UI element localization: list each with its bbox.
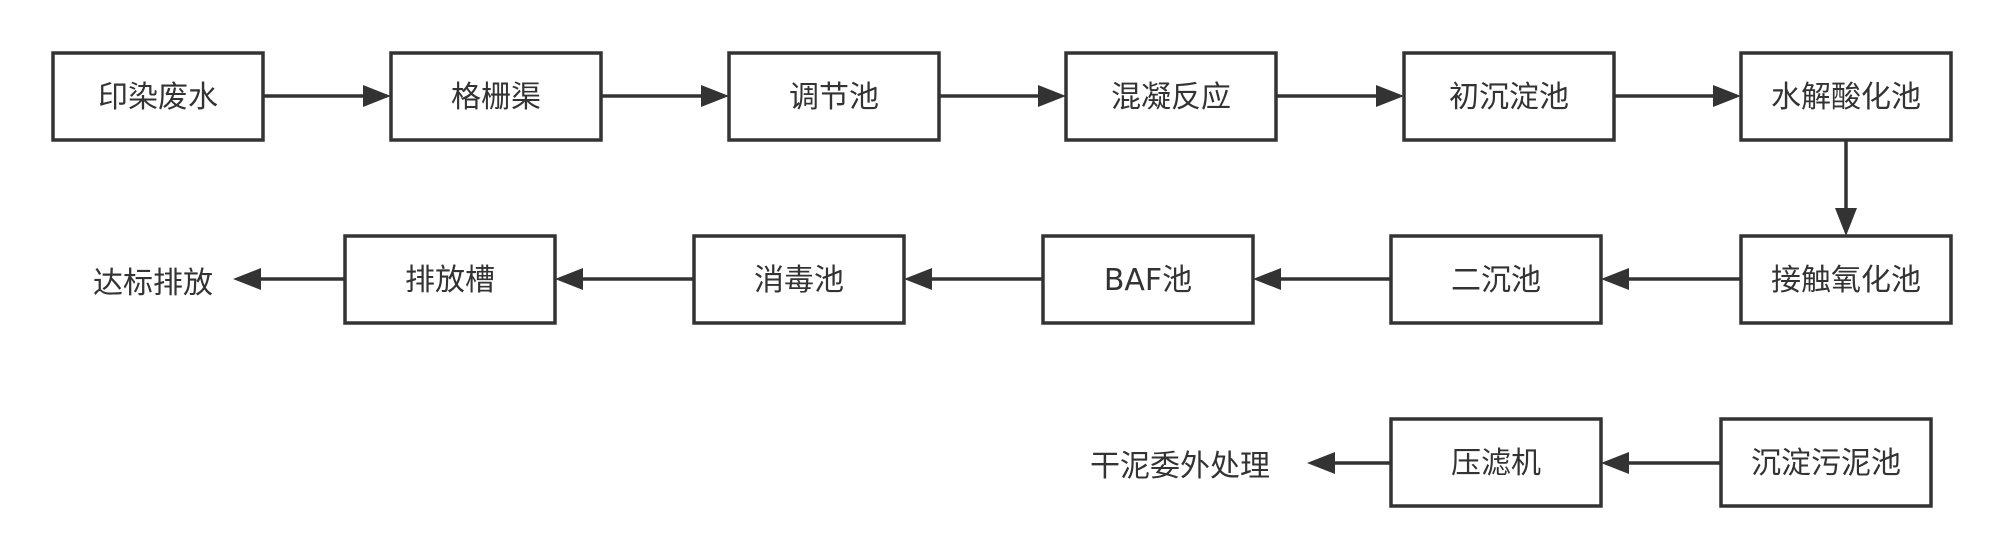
node-dyeing-wastewater: 印染废水 [51, 51, 265, 142]
node-label: 印染废水 [98, 80, 218, 115]
edge-disinfection-to-discharge-trough [555, 268, 694, 290]
node-filter-press: 压滤机 [1389, 417, 1603, 508]
edge-contact-oxidation-to-secondary [1601, 268, 1741, 290]
node-label: 调节池 [789, 80, 879, 115]
edge-wastewater-to-screen [263, 85, 391, 107]
node-label: 压滤机 [1451, 446, 1541, 481]
arrowhead [555, 268, 583, 290]
node-sludge-settling-tank: 沉淀污泥池 [1719, 417, 1933, 508]
arrowhead [1835, 208, 1857, 236]
edge-screen-to-equalization [601, 85, 729, 107]
edge-sludge-to-filter-press [1601, 452, 1721, 474]
arrowhead [233, 268, 261, 290]
node-box [51, 51, 265, 142]
node-box [727, 51, 941, 142]
arrowhead [363, 85, 391, 107]
arrowhead [1376, 85, 1404, 107]
edge-hydrolysis-to-contact-oxidation [1835, 140, 1857, 236]
node-box [343, 234, 557, 325]
node-label: BAF池 [1104, 263, 1192, 298]
node-baf-tank: BAF池 [1041, 234, 1255, 325]
node-label: 沉淀污泥池 [1751, 446, 1901, 481]
node-coagulation-reaction: 混凝反应 [1064, 51, 1278, 142]
edge-secondary-to-baf [1253, 268, 1391, 290]
node-label: 接触氧化池 [1771, 263, 1921, 298]
node-dry-sludge-disposal: 干泥委外处理 [1090, 449, 1270, 484]
node-primary-settling-tank: 初沉淀池 [1402, 51, 1616, 142]
node-box [1719, 417, 1933, 508]
arrowhead [1253, 268, 1281, 290]
node-disinfection-tank: 消毒池 [692, 234, 906, 325]
node-box [1739, 51, 1953, 142]
node-box [1739, 234, 1953, 325]
node-label: 排放槽 [405, 263, 495, 298]
node-box [1402, 51, 1616, 142]
arrowhead [1307, 452, 1335, 474]
node-discharge-trough: 排放槽 [343, 234, 557, 325]
edge-coagulation-to-primary [1276, 85, 1404, 107]
arrowhead [1038, 85, 1066, 107]
node-label: 水解酸化池 [1771, 80, 1921, 115]
arrowhead [904, 268, 932, 290]
node-label: 混凝反应 [1111, 80, 1231, 115]
arrowhead [1601, 452, 1629, 474]
edge-primary-to-hydrolysis [1614, 85, 1741, 107]
node-label: 初沉淀池 [1449, 80, 1569, 115]
node-equalization-tank: 调节池 [727, 51, 941, 142]
node-box [389, 51, 603, 142]
arrowhead [1601, 268, 1629, 290]
node-bar-screen-channel: 格栅渠 [389, 51, 603, 142]
node-contact-oxidation-tank: 接触氧化池 [1739, 234, 1953, 325]
arrowhead [701, 85, 729, 107]
node-label: 格栅渠 [451, 80, 541, 115]
arrowhead [1713, 85, 1741, 107]
node-label: 二沉池 [1451, 263, 1541, 298]
edge-filter-press-to-dry-sludge [1307, 452, 1391, 474]
node-box [1389, 417, 1603, 508]
node-compliant-discharge: 达标排放 [93, 266, 213, 301]
edge-baf-to-disinfection [904, 268, 1043, 290]
node-secondary-settling-tank: 二沉池 [1389, 234, 1603, 325]
node-label: 消毒池 [754, 263, 844, 298]
node-hydrolysis-acidification-tank: 水解酸化池 [1739, 51, 1953, 142]
edge-discharge-trough-to-compliant [233, 268, 345, 290]
edge-equalization-to-coagulation [939, 85, 1066, 107]
